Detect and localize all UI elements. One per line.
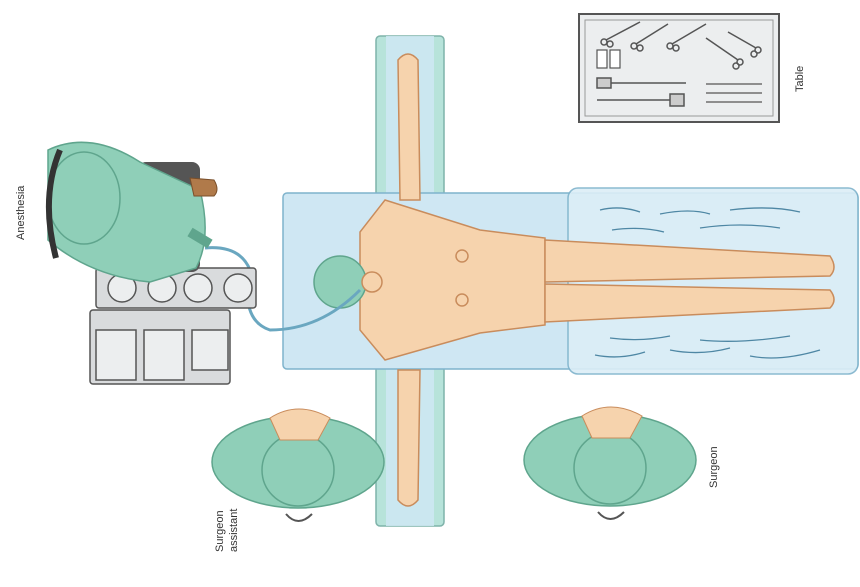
- surgeon: [524, 407, 696, 519]
- surgeon-assistant-label-line2: assistant: [228, 509, 240, 552]
- table-label: Table: [794, 66, 806, 92]
- surgeon-assistant-label-line1: Surgeon: [214, 510, 226, 552]
- instrument-table: [579, 14, 779, 122]
- surgeon-assistant: [212, 409, 384, 521]
- surgeon-label: Surgeon: [708, 446, 720, 488]
- anesthesiologist: [48, 142, 217, 282]
- anesthesia-machine: [90, 268, 256, 384]
- anesthesia-label: Anesthesia: [15, 186, 27, 240]
